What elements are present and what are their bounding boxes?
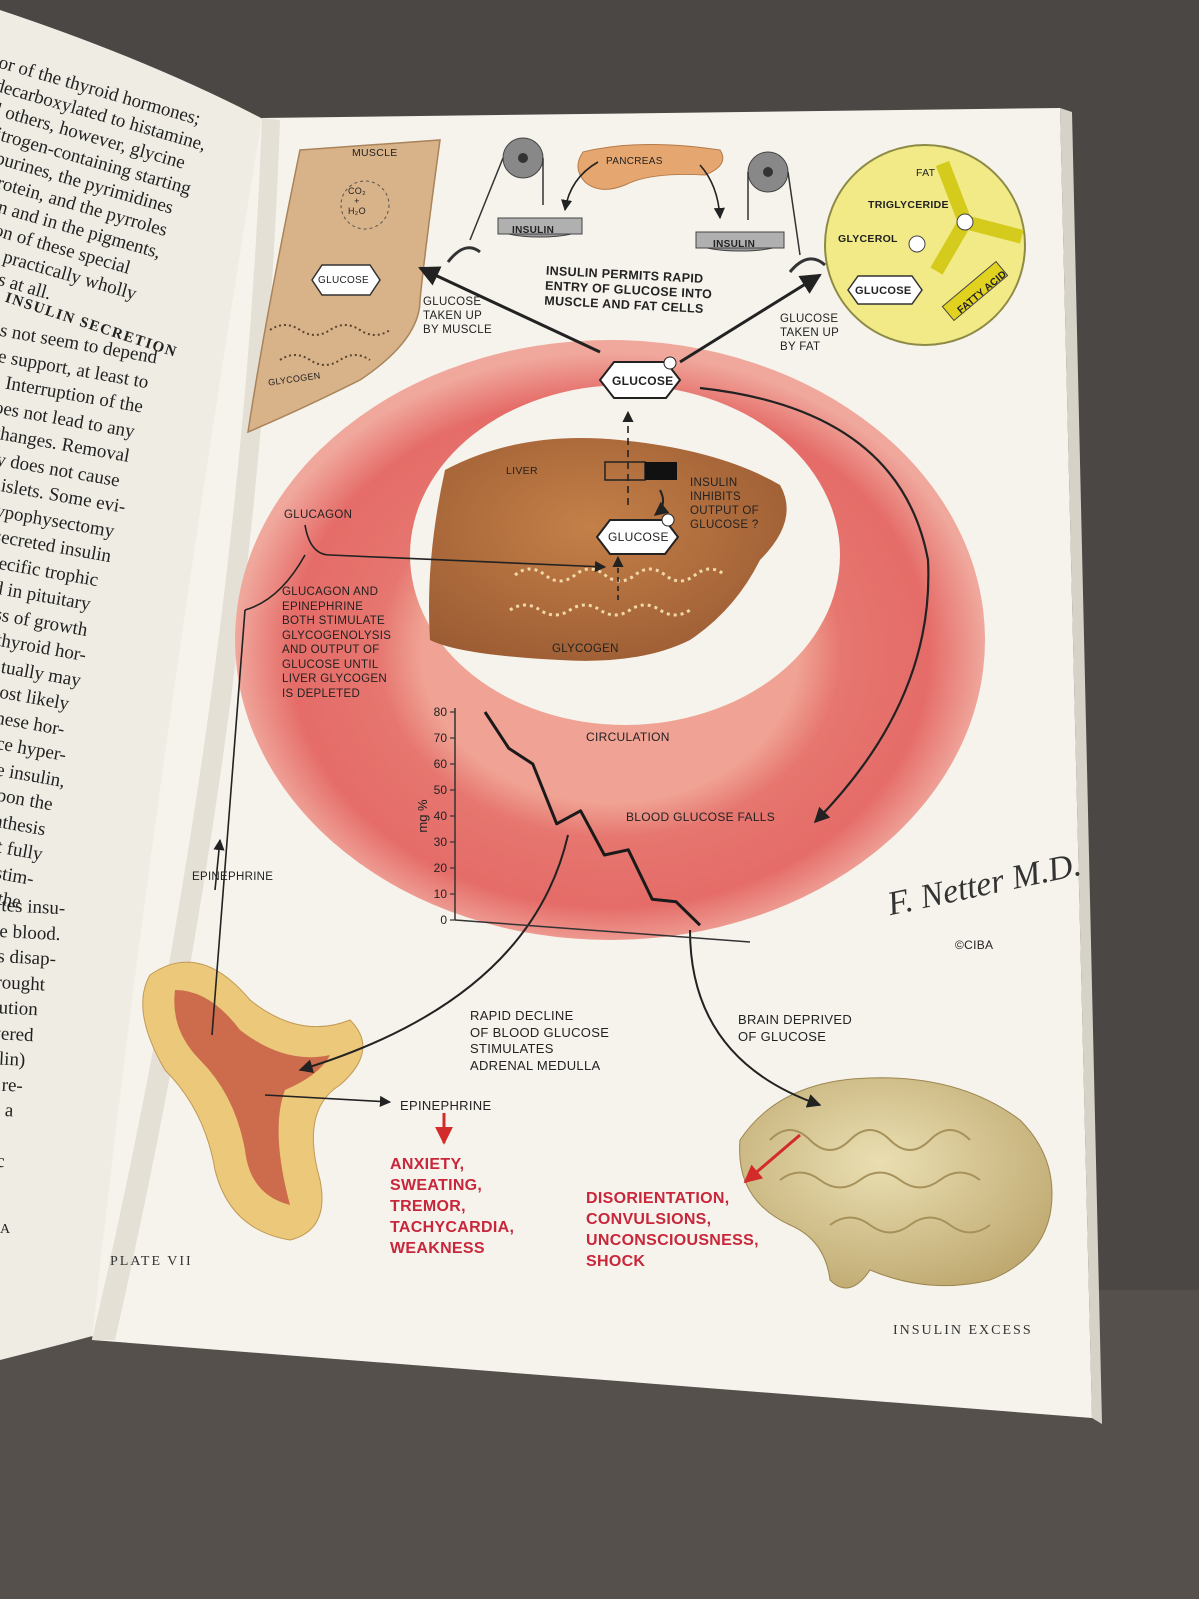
- label-glucose-blood: GLUCOSE: [612, 374, 674, 388]
- label-taken-up-muscle: GLUCOSE TAKEN UP BY MUSCLE: [423, 296, 492, 336]
- label-glucagon-epinephrine: GLUCAGON AND EPINEPHRINE BOTH STIMULATE …: [282, 586, 392, 700]
- label-epinephrine-bottom: EPINEPHRINE: [400, 1098, 492, 1113]
- label-epinephrine-left: EPINEPHRINE: [192, 871, 274, 883]
- left-page-line: nic: [0, 1150, 6, 1173]
- label-insulin-inhibits: INSULIN INHIBITS OUTPUT OF GLUCOSE ?: [690, 477, 759, 531]
- label-blood-glucose-falls: BLOOD GLUCOSE FALLS: [626, 810, 776, 824]
- label-pancreas: PANCREAS: [606, 156, 663, 167]
- chart-y-tick-label: 20: [434, 861, 448, 875]
- label-glucose-liver: GLUCOSE: [608, 530, 669, 544]
- blood-glucose-chart: 0 10 20 30 40 50 60 70 80 mg %: [415, 705, 751, 943]
- glucose-liver-hex: [595, 519, 680, 555]
- left-page-line: in a: [0, 1099, 14, 1122]
- label-insulin-right: INSULIN: [713, 239, 756, 250]
- label-copyright: ©CIBA: [955, 938, 994, 952]
- chart-y-label: mg %: [415, 799, 430, 833]
- chart-y-tick-label: 10: [434, 887, 448, 901]
- label-insulin-left: INSULIN: [512, 225, 555, 236]
- label-glycogen-liver: GLYCOGEN: [552, 643, 619, 655]
- left-page-corner: A: [0, 1222, 11, 1237]
- chart-y-tick-label: 80: [434, 705, 448, 719]
- label-glucose-fat: GLUCOSE: [855, 285, 912, 297]
- label-glycerol: GLYCEROL: [838, 233, 898, 245]
- chart-y-tick-label: 0: [440, 913, 447, 927]
- label-symptoms-brain: DISORIENTATION, CONVULSIONS, UNCONSCIOUS…: [586, 1190, 759, 1270]
- left-page-line: tution: [0, 997, 39, 1021]
- label-rapid-decline: RAPID DECLINE OF BLOOD GLUCOSE STIMULATE…: [470, 1008, 610, 1073]
- chart-y-tick-label: 70: [434, 731, 448, 745]
- left-page: or of the thyroid hormones;decarboxylate…: [0, 0, 240, 1360]
- label-brain-deprived: BRAIN DEPRIVED OF GLUCOSE: [738, 1012, 853, 1044]
- glucose-fat-hex: [847, 275, 923, 305]
- label-symptoms-adrenal: ANXIETY, SWEATING, TREMOR, TACHYCARDIA, …: [390, 1156, 515, 1257]
- chart-series-line: [483, 711, 702, 927]
- plate-number: PLATE VII: [110, 1254, 193, 1269]
- chart-y-tick-label: 50: [434, 783, 448, 797]
- insulin-pulley-right: [695, 151, 826, 273]
- adrenal-medulla: [174, 990, 330, 1205]
- label-taken-up-fat: GLUCOSE TAKEN UP BY FAT: [780, 313, 840, 353]
- label-triglyceride: TRIGLYCERIDE: [868, 199, 949, 211]
- left-page-line: tes insu-: [0, 895, 66, 920]
- chart-x-axis: [454, 919, 751, 943]
- chart-y-tick-label: 30: [434, 835, 448, 849]
- glucose-blood-hex: [598, 361, 682, 399]
- left-page-line: vered: [0, 1022, 35, 1046]
- label-muscle: MUSCLE: [352, 147, 398, 159]
- label-liver: LIVER: [506, 465, 538, 477]
- left-page-line: n re-: [0, 1074, 24, 1097]
- label-glucose-muscle: GLUCOSE: [318, 275, 370, 286]
- left-page-line: e blood.: [0, 920, 62, 945]
- left-page-line: s disap-: [0, 946, 57, 971]
- glucose-muscle-hex: [311, 264, 381, 296]
- label-fat: FAT: [916, 167, 936, 179]
- left-page-line: rought: [0, 971, 46, 996]
- insulin-pulley-left: [446, 137, 583, 263]
- label-circulation: CIRCULATION: [586, 730, 670, 744]
- chart-y-tick-label: 60: [434, 757, 448, 771]
- pancreas-shape: [577, 144, 724, 190]
- label-glucagon: GLUCAGON: [284, 509, 353, 521]
- left-page-line: ulin): [0, 1048, 26, 1071]
- label-co2-h2o: CO₂ + H₂O: [348, 186, 366, 216]
- chart-y-tick-label: 40: [434, 809, 448, 823]
- label-insulin-permits: INSULIN PERMITS RAPID ENTRY OF GLUCOSE I…: [543, 263, 713, 316]
- page-title: INSULIN EXCESS: [893, 1323, 1033, 1338]
- brain: [739, 1077, 1053, 1289]
